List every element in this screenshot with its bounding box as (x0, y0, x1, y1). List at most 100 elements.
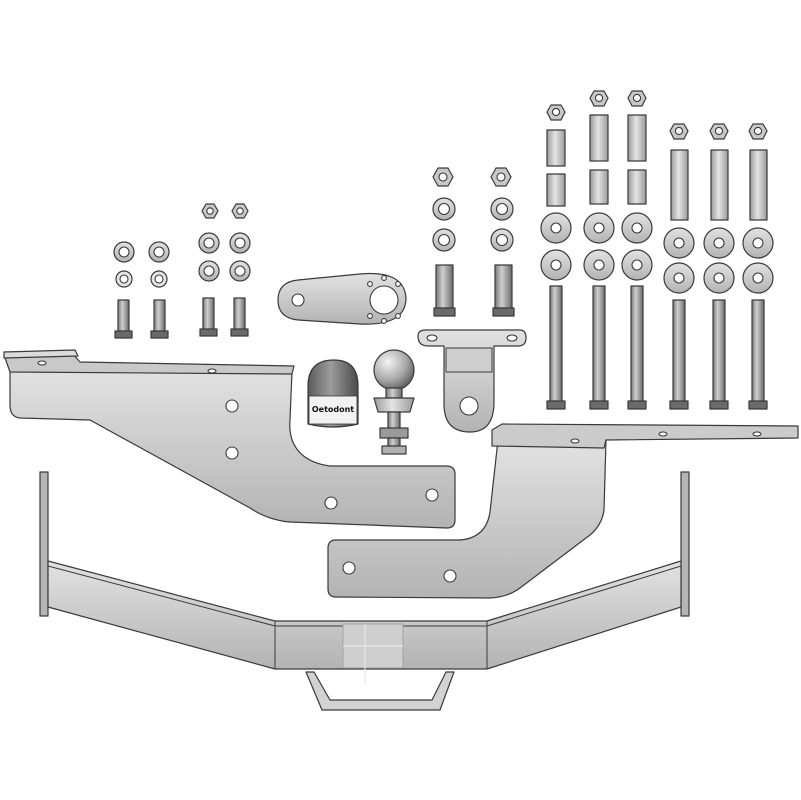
hex-nut (627, 90, 647, 107)
right-bracket-flange (491, 423, 799, 449)
right-bracket-hole (342, 561, 356, 575)
long-bolt-head (748, 400, 768, 410)
tow-ball-head (373, 349, 415, 391)
flat-washer (113, 241, 135, 263)
socket-plate-hole (291, 293, 305, 307)
long-bolt-assembly (703, 123, 735, 410)
right-bracket-plate (327, 439, 607, 599)
right-mounting-bracket (327, 423, 799, 599)
socket-plate-center-hole (369, 285, 399, 315)
spacer-sleeve (627, 114, 647, 162)
left-bracket-hole (225, 399, 239, 413)
socket-cover-logo: Oetodont (312, 405, 354, 414)
flat-washer (621, 212, 653, 244)
flat-washer (198, 260, 220, 282)
long-bolt-assembly (742, 123, 774, 410)
left-bracket-hole (324, 496, 338, 510)
spacer-sleeve (670, 149, 689, 221)
flat-washer (229, 232, 251, 254)
long-bolt-assembly (621, 90, 653, 410)
long-bolt-shank (751, 299, 765, 403)
long-bolt-shank (712, 299, 726, 403)
long-bolt-head (669, 400, 689, 410)
hex-nut (231, 203, 249, 219)
flat-washer (540, 212, 572, 244)
flat-washer (703, 227, 735, 259)
flat-washer (229, 260, 251, 282)
spacer-sleeve (546, 129, 566, 167)
left-mounting-bracket (3, 349, 456, 529)
left-bracket-flange-hole (207, 368, 217, 374)
long-bolt-head (627, 400, 647, 410)
ball-mounting-bracket (417, 329, 527, 433)
hex-nut (201, 203, 219, 219)
flat-washer (148, 241, 170, 263)
flat-washer (583, 249, 615, 281)
hex-nut (709, 123, 729, 140)
flat-washer (540, 249, 572, 281)
long-bolt-head (546, 400, 566, 410)
hex-nut (669, 123, 689, 140)
long-bolt-head (709, 400, 729, 410)
flat-washer (663, 262, 695, 294)
long-bolt-assembly (540, 104, 572, 410)
hex-nut (589, 90, 609, 107)
hex-nut (432, 167, 454, 187)
small-hardware-set (113, 203, 251, 339)
socket-cover: Oetodont (307, 359, 359, 428)
long-bolt-assembly (583, 90, 615, 410)
cross-bar-right-end-plate (680, 471, 690, 617)
left-bracket-hole (225, 446, 239, 460)
small-bolt (230, 297, 249, 337)
flat-washer (490, 197, 514, 221)
rear-cross-bar (39, 471, 690, 711)
flat-washer (432, 228, 456, 252)
ball-bracket-hole (426, 334, 438, 342)
flat-washer (703, 262, 735, 294)
right-bracket-hole (443, 569, 457, 583)
left-bracket-tab (3, 349, 79, 359)
small-bolt (150, 299, 169, 339)
hex-nut (748, 123, 768, 140)
spacer-sleeve (749, 149, 768, 221)
flat-washer (490, 228, 514, 252)
long-bolt-shank (592, 285, 606, 403)
flat-washer (198, 232, 220, 254)
long-bolt-set (540, 90, 774, 410)
flat-washer (583, 212, 615, 244)
flat-washer (742, 227, 774, 259)
small-bolt (199, 297, 218, 337)
left-bracket-flange-hole (37, 360, 47, 366)
tow-ball (373, 349, 415, 455)
cross-bar-lower-loop (305, 671, 455, 711)
flat-washer (432, 197, 456, 221)
spacer-sleeve (589, 169, 609, 205)
right-bracket-flange-hole (570, 438, 580, 444)
cross-bar-tube (47, 560, 682, 670)
spacer-sleeve (546, 173, 566, 207)
spacer-sleeve (710, 149, 729, 221)
cross-bar-left-end-plate (39, 471, 49, 617)
spacer-sleeve (627, 169, 647, 205)
long-bolt-shank (549, 285, 563, 403)
cross-bar-center-mark (343, 624, 403, 684)
left-bracket-hole (425, 488, 439, 502)
long-bolt-assembly (663, 123, 695, 410)
ball-bracket-hole (459, 396, 479, 416)
socket-mounting-plate (277, 272, 407, 325)
medium-hardware-set (432, 167, 515, 317)
medium-bolt (492, 264, 515, 317)
right-bracket-flange-hole (752, 431, 762, 437)
small-bolt (114, 299, 133, 339)
right-bracket-flange-hole (658, 431, 668, 437)
flat-washer (621, 249, 653, 281)
ball-bracket-hole (506, 334, 518, 342)
flat-washer (742, 262, 774, 294)
long-bolt-shank (630, 285, 644, 403)
medium-bolt (433, 264, 456, 317)
hex-nut (490, 167, 512, 187)
long-bolt-head (589, 400, 609, 410)
flat-washer (663, 227, 695, 259)
spring-washer (115, 270, 133, 288)
